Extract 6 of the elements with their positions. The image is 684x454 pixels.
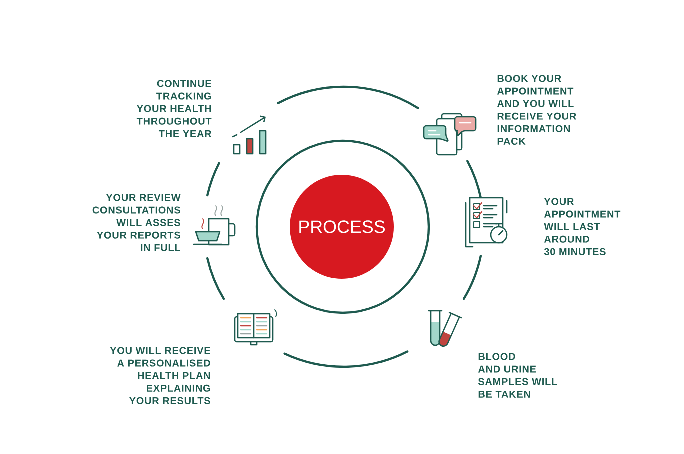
step-description: YOUR REVIEW CONSULTATIONS WILL ASSES YOUR REPORTS IN FULL xyxy=(92,194,181,252)
step-description: BOOK YOUR APPOINTMENT AND YOU WILL RECEIVE YOUR INFORMATION PACK xyxy=(497,75,576,145)
step-description: YOUR APPOINTMENT WILL LAST AROUND 30 MINUTES xyxy=(544,198,621,256)
step-description: CONTINUE TRACKING YOUR HEALTH THROUGHOUT THE YEAR xyxy=(136,80,212,138)
step-description: BLOOD AND URINE SAMPLES WILL BE TAKEN xyxy=(478,353,558,398)
step-description: YOU WILL RECEIVE A PERSONALISED HEALTH PLAN EXPLAINING YOUR RESULTS xyxy=(110,347,210,404)
